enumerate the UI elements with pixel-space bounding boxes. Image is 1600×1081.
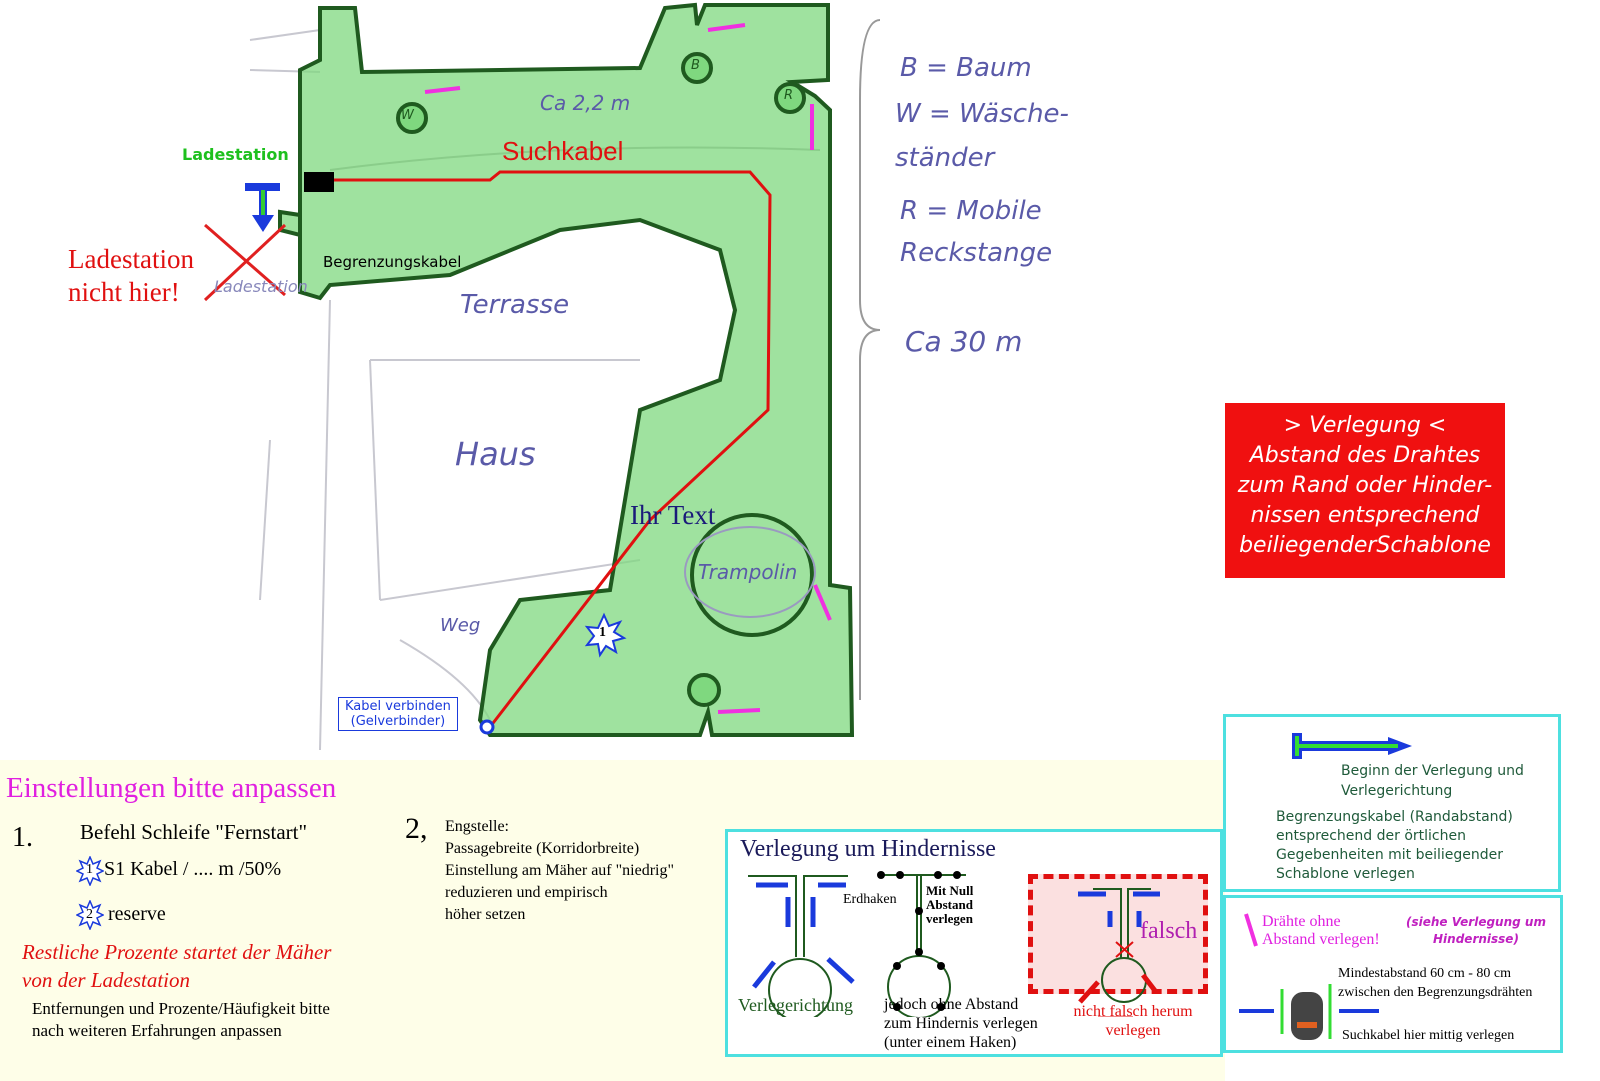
star-number: 1 — [599, 625, 606, 640]
legend-bar: R = Mobile Reckstange — [900, 196, 1053, 268]
connect-cable-callout: Kabel verbinden (Gelverbinder) — [338, 697, 458, 731]
charging-station-icon — [304, 172, 334, 192]
obstacle-panel: Verlegung um Hindernisse falsch Erdhaken… — [725, 829, 1223, 1057]
tree-marker: B — [691, 58, 700, 73]
wrong-label: falsch — [1140, 918, 1198, 944]
wrong-example-frame — [1028, 874, 1208, 994]
laying-note: > Verlegung < Abstand des Drahtes zum Ra… — [1225, 403, 1505, 578]
laying-start-icon — [245, 183, 280, 232]
not-here-label: Ladestation nicht hier! — [68, 244, 194, 307]
obstacle-diagrams — [748, 871, 1160, 1017]
s2-setting: reserve — [108, 903, 166, 925]
terrace-label: Terrasse — [460, 290, 570, 320]
crossed-word: Ladestation — [214, 277, 308, 296]
connector-icon — [479, 719, 495, 735]
cross-icon — [203, 223, 287, 302]
boundary-cable-label: Begrenzungskabel — [323, 253, 462, 271]
laying-start-arrow-icon — [1292, 733, 1412, 759]
bar-marker: R — [784, 88, 794, 103]
star-2-icon — [76, 900, 104, 930]
trampoline-label: Trampolin — [698, 560, 798, 584]
pointer-arrows — [424, 23, 832, 714]
your-text-label: Ihr Text — [630, 500, 716, 530]
center-note: Suchkabel hier mittig verlegen — [1342, 1028, 1515, 1043]
s1-setting: S1 Kabel / .... m /50% — [104, 858, 282, 880]
start-legend: Beginn der Verlegung und Verlegerichtung — [1341, 763, 1524, 799]
remaining-percent-note: Restliche Prozente startet der Mäher von… — [22, 940, 332, 992]
path-label: Weg — [440, 615, 481, 636]
legend-panel: Beginn der Verlegung und Verlegerichtung… — [1223, 714, 1561, 892]
spacing-panel: Drähte ohne Abstand verlegen! (siehe Ver… — [1223, 895, 1563, 1053]
charging-station-label: Ladestation — [182, 145, 289, 164]
boundary-legend: Begrenzungskabel (Randabstand) entsprech… — [1276, 809, 1513, 882]
item-2-number: 2, — [405, 812, 428, 845]
legend-tree: B = Baum — [900, 53, 1032, 83]
s1-number: 1 — [86, 862, 93, 877]
obstacle-title: Verlegung um Hindernisse — [740, 836, 996, 862]
wires-note: Drähte ohne Abstand verlegen! — [1262, 913, 1380, 948]
hooks-label: Erdhaken — [843, 892, 897, 907]
trampoline-obstacle — [690, 513, 814, 637]
mower-icon — [1291, 992, 1323, 1040]
see-note: (siehe Verlegung um Hindernisse) — [1406, 915, 1546, 946]
zero-distance-label: Mit Null Abstand verlegen — [926, 883, 974, 926]
s2-number: 2 — [86, 907, 93, 922]
lawn-area — [278, 2, 855, 737]
not-wrong-label: nicht falsch herum verlegen — [1073, 1003, 1193, 1039]
star-1-icon — [584, 612, 627, 658]
direction-label: Verlegerichtung — [738, 995, 853, 1015]
command-label: Befehl Schleife "Fernstart" — [80, 820, 308, 844]
settings-title: Einstellungen bitte anpassen — [6, 772, 337, 804]
narrow-passage-note: Engstelle: Passagebreite (Korridorbreite… — [445, 818, 674, 923]
distance-label: Ca 30 m — [905, 325, 1023, 358]
without-distance-label: jedoch ohne Abstand zum Hindernis verleg… — [884, 996, 1038, 1051]
adjust-note: Entfernungen und Prozente/Häufigkeit bit… — [32, 999, 330, 1040]
legend-laundry: W = Wäsche- ständer — [895, 99, 1069, 173]
item-1-number: 1. — [12, 822, 33, 853]
garden-map — [203, 2, 881, 751]
min-distance-note: Mindestabstand 60 cm - 80 cm zwischen de… — [1338, 966, 1533, 1000]
search-cable — [333, 170, 772, 728]
house-label: Haus — [455, 435, 536, 473]
spacing-diagram — [1239, 913, 1379, 1040]
laundry-marker: W — [401, 108, 414, 123]
search-cable-label: Suchkabel — [502, 136, 624, 166]
width-label: Ca 2,2 m — [540, 91, 631, 115]
star-1-icon — [76, 856, 104, 886]
